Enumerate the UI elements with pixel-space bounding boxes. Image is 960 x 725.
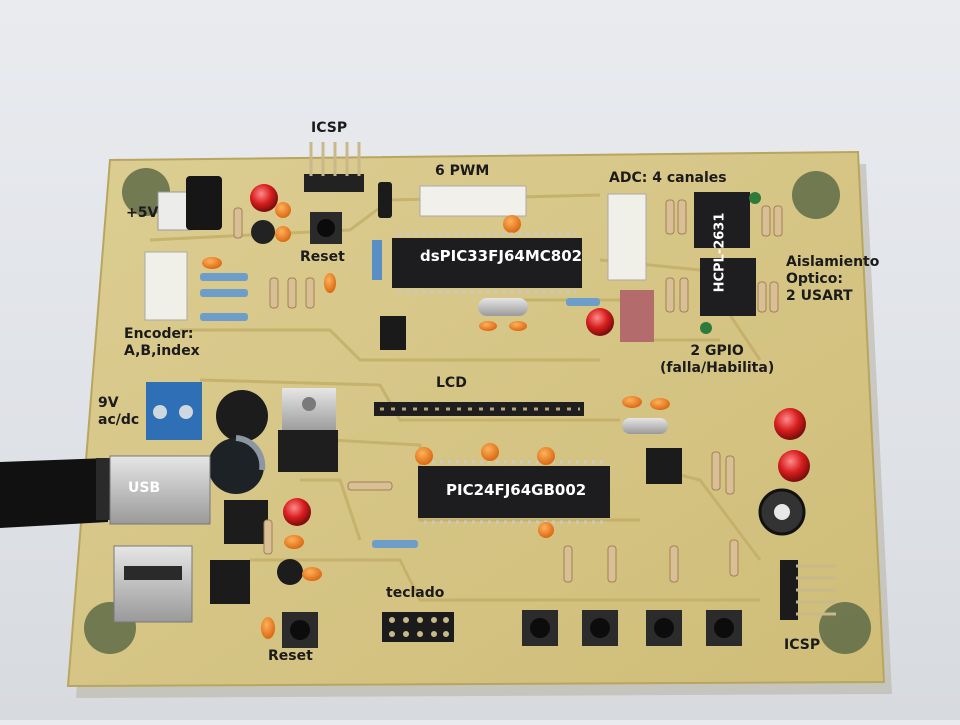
label-gpio-line2: (falla/Habilita): [660, 360, 775, 376]
encoder-connector: [144, 251, 188, 321]
label-lcd: LCD: [436, 375, 467, 391]
cap-2: [275, 226, 291, 242]
label-teclado: teclado: [386, 585, 445, 601]
usb-b-socket: [109, 455, 211, 525]
dspic-chip: [392, 238, 582, 288]
label-reset-bottom: Reset: [268, 648, 313, 664]
label-pic24: PIC24FJ64GB002: [446, 481, 587, 499]
label-encoder-line1: Encoder:: [124, 326, 194, 342]
label-9v-line2: ac/dc: [98, 412, 140, 428]
label-aislamiento: Aislamiento Optico: 2 USART: [786, 254, 879, 305]
label-aislamiento-line3: 2 USART: [786, 288, 853, 304]
label-adc: ADC: 4 canales: [609, 170, 727, 186]
resistors-encoder: [200, 273, 248, 321]
jumper-pic24: [646, 448, 682, 484]
label-aislamiento-line1: Aislamiento: [786, 254, 880, 270]
pic24-chip: [418, 466, 610, 518]
label-9v-line1: 9V: [98, 395, 119, 411]
label-dspic: dsPIC33FJ64MC802: [420, 247, 583, 265]
label-5v: +5V: [126, 205, 159, 221]
resistors-bottom: [263, 519, 739, 583]
cap-1: [275, 202, 291, 218]
label-gpio: 2 GPIO (falla/Habilita): [660, 343, 774, 377]
jumper-top: [378, 182, 392, 218]
pic24-pins: [424, 460, 604, 524]
jumper-mid: [380, 316, 406, 350]
pwm-connector: [419, 185, 527, 217]
crystal-1: [478, 298, 528, 316]
transistor-1: [251, 220, 275, 244]
switch-2: [224, 500, 268, 544]
label-9v: 9V ac/dc: [98, 395, 139, 429]
label-icsp-bottom: ICSP: [784, 637, 821, 653]
adc-connector: [607, 193, 647, 281]
buzzer: [216, 390, 268, 442]
opto-1: [694, 192, 750, 248]
opto-resistors: [665, 199, 783, 313]
label-usb: USB: [128, 480, 161, 496]
crystal-2: [622, 418, 668, 434]
label-6-pwm: 6 PWM: [435, 163, 490, 179]
led-right-1: [774, 408, 806, 440]
opto-2: [700, 258, 756, 316]
icsp-header-bottom: [780, 560, 798, 620]
usb-a-socket: [113, 545, 193, 623]
jumper-usb: [210, 560, 250, 604]
dspic-pins: [398, 232, 576, 294]
led-power: [250, 184, 278, 212]
cap-pwm: [503, 215, 521, 233]
label-encoder: Encoder: A,B,index: [124, 326, 200, 360]
resistors-vertical: [233, 207, 315, 309]
label-icsp-top: ICSP: [311, 120, 348, 136]
label-reset-top: Reset: [300, 249, 345, 265]
label-gpio-line1: 2 GPIO: [690, 343, 744, 359]
usb-cable: [0, 458, 108, 528]
resistor-blue: [372, 240, 382, 280]
power-switch: [186, 176, 222, 230]
keypad-header: [382, 612, 454, 642]
led-gpio: [586, 308, 614, 336]
led-right-2: [778, 450, 810, 482]
gpio-connector: [620, 290, 654, 342]
label-hcpl: HCPL-2631: [712, 212, 728, 293]
push-buttons: [282, 610, 742, 648]
icsp-header-top: [304, 142, 364, 192]
label-encoder-line2: A,B,index: [124, 343, 200, 359]
led-usb: [283, 498, 311, 526]
electrolytic-capacitor: [208, 438, 264, 494]
regulator: [278, 430, 338, 472]
label-aislamiento-line2: Optico:: [786, 271, 843, 287]
